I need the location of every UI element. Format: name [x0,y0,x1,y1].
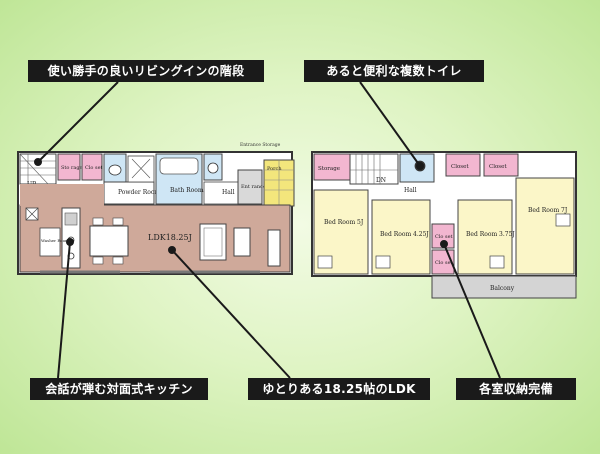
callout-stairs: 使い勝手の良いリビングインの階段 [28,60,264,82]
balcony [431,275,577,299]
entrance-label: Ent rance [241,184,266,190]
balcony-label: Balcony [490,285,515,292]
closet-2f-2-label: Closet [489,164,507,170]
storage-2f [313,153,351,181]
porch-label: Porch [267,166,282,172]
storage-1f-label: Sto rage [61,165,83,171]
bedroom-425j-label: Bed Room 4.25J [380,231,429,238]
closet-2f-3 [431,223,455,249]
storage-2f-label: Storage [318,166,340,172]
closet-2f-3-label: Clo set [435,234,453,240]
entrance-storage-label: Entrance Storage [240,142,281,148]
stairs-2f: DN [349,153,399,185]
closet-2f-1 [445,153,481,177]
bedroom-7j-label: Bed Room 7J [528,207,568,214]
leader-lines [34,81,501,379]
first-floor-plan: UP Sto rage Clo set Powder Room Bath Roo… [17,142,295,275]
closet-1f-label: Clo set [85,165,103,171]
dining-table [89,217,129,265]
bedroom-375j [457,199,513,275]
storage-1f [57,153,81,181]
hall-2f-label: Hall [404,187,417,194]
bedroom-5j-label: Bed Room 5J [324,219,364,226]
callout-storage: 各室収納完備 [456,378,576,400]
kitchen: Washer Room [39,207,81,269]
closet-2f-1-label: Closet [451,164,469,170]
bedroom-375j-label: Bed Room 3.75J [466,231,515,238]
dn-label: DN [376,177,386,184]
washer-label: Washer Room [41,238,69,243]
sofa [199,223,251,261]
callout-toilet: あると便利な複数トイレ [304,60,484,82]
second-floor-plan: Storage DN Hall Closet Closet Bed Room 5… [311,151,577,299]
closet-1f [81,153,103,181]
powder-room-label: Powder Room [118,189,160,196]
ldk-label: LDK18.25J [148,233,192,242]
callout-kitchen: 会話が弾む対面式キッチン [30,378,208,400]
closet-2f-4-label: Clo set [435,260,453,266]
entrance [237,169,263,205]
bath-room-label: Bath Room [170,187,204,194]
closet-2f-2 [483,153,519,177]
hall-1f-label: Hall [222,189,235,196]
callout-ldk: ゆとりある18.25帖のLDK [248,378,430,400]
